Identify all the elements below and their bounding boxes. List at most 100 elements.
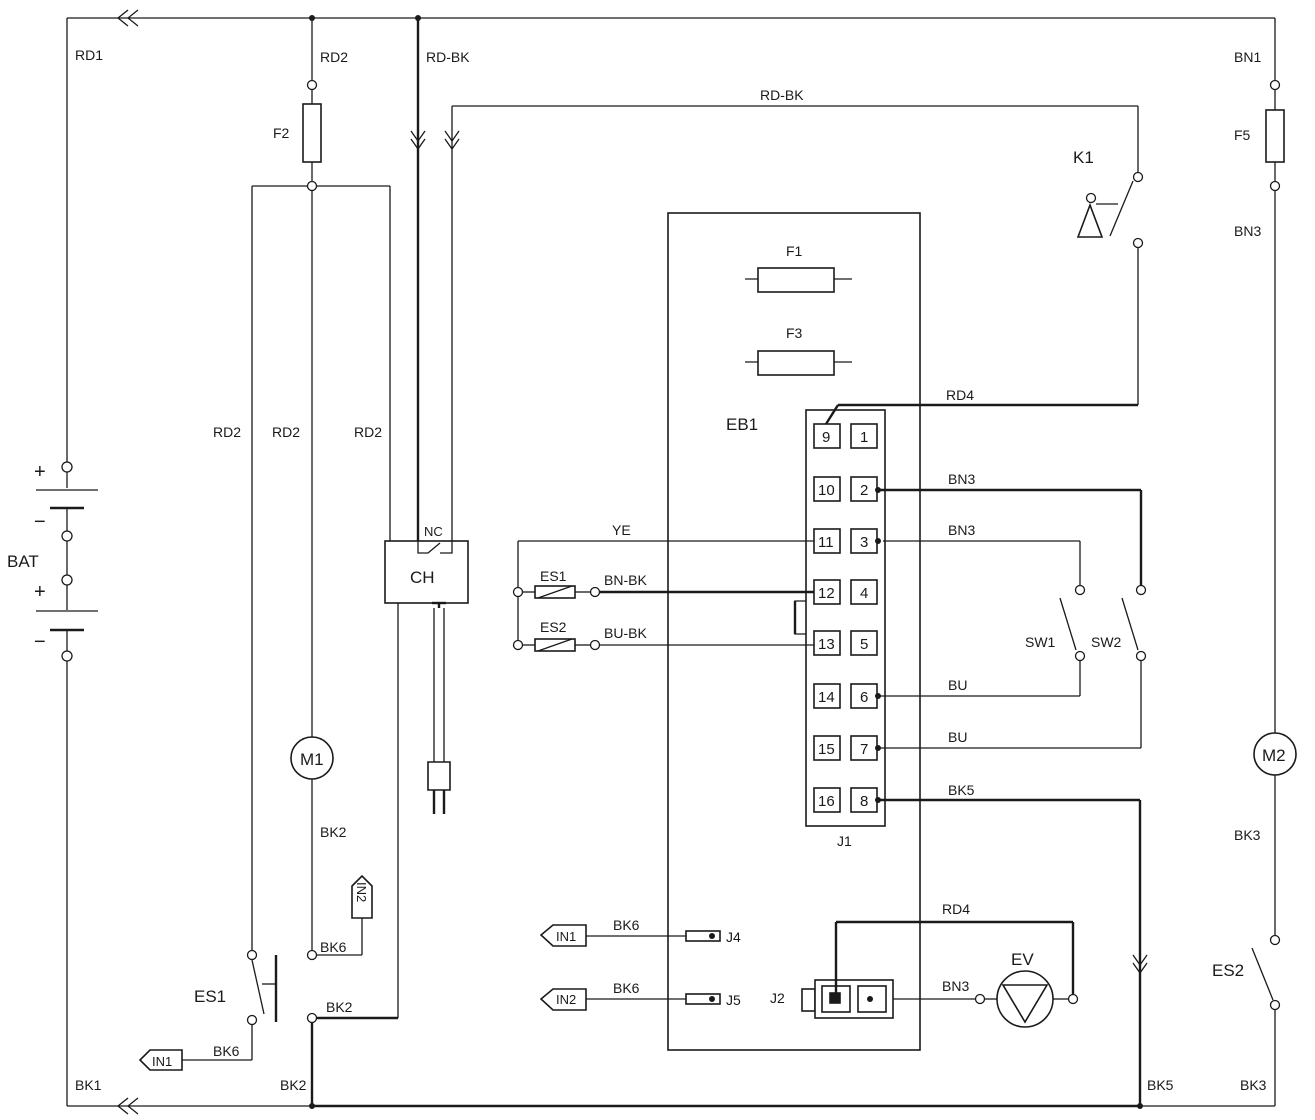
- wire-label-bn3-right: BN3: [1234, 223, 1261, 239]
- switch-sw2: [875, 584, 1147, 751]
- j1-pin-13: [813, 630, 841, 656]
- j1-pin-14: [813, 683, 841, 709]
- j1-pin-label: 7: [860, 741, 868, 758]
- terminal-block-j1-label: J1: [837, 833, 852, 849]
- connector-j2-label: J2: [770, 990, 785, 1006]
- wire-label-bn-bk: BN-BK: [604, 572, 647, 588]
- power-plug: [427, 761, 451, 791]
- jumper-j5-label: J5: [726, 992, 741, 1008]
- in2-label-board: IN2: [556, 992, 576, 1007]
- charger-nc-label: NC: [424, 524, 443, 539]
- fuse-f1-label: F1: [786, 243, 803, 259]
- in2-vertical-label: IN2: [354, 882, 369, 902]
- battery-plus-bottom: +: [34, 581, 46, 603]
- wire-label-bn3-sw2: BN3: [948, 471, 975, 487]
- wire-label-bk1: BK1: [75, 1077, 102, 1093]
- bk5-branch: [875, 797, 1148, 1109]
- wire-label-bu-sw2: BU: [948, 729, 967, 745]
- battery: + − BAT + −: [7, 461, 98, 662]
- j1-pin-label: 5: [860, 636, 868, 653]
- wire-label-bk2-bottom: BK2: [280, 1077, 307, 1093]
- wire-label-rd2-top: RD2: [320, 49, 348, 65]
- wire-label-bk3: BK3: [1234, 827, 1261, 843]
- switch-sw2-label: SW2: [1091, 634, 1122, 650]
- wire-label-rd-bk-mid: RD-BK: [760, 87, 804, 103]
- sensor-es1-label: ES1: [540, 568, 567, 584]
- rd-bk-wires: [410, 15, 1139, 541]
- switch-es1: [182, 949, 278, 1061]
- j1-pin-label: 1: [860, 429, 868, 446]
- wire-label-bn3-sw1: BN3: [948, 522, 975, 538]
- battery-minus-top: −: [34, 511, 46, 533]
- j1-pin-label: 3: [860, 534, 868, 551]
- switch-sw1: [875, 584, 1086, 699]
- fuse-f1: [745, 267, 852, 293]
- in2-connector-vertical: IN2: [351, 874, 373, 919]
- motor-m1-label: M1: [300, 750, 324, 769]
- switch-es2-label: ES2: [1212, 961, 1244, 980]
- j1-pin-label: 2: [860, 482, 868, 499]
- j1-left-column: [813, 423, 841, 813]
- in1-connector-es1: IN1: [138, 1049, 183, 1071]
- sensor-es2-label: ES2: [540, 619, 567, 635]
- in1-label-board: IN1: [556, 929, 576, 944]
- j1-pin-15: [813, 735, 841, 761]
- j1-pin-label: 10: [818, 482, 835, 499]
- fuse-f3: [745, 350, 852, 376]
- nc-contact: [417, 541, 453, 554]
- control-board-eb1-label: EB1: [726, 415, 758, 434]
- wire-label-rd4-ev: RD4: [942, 901, 970, 917]
- top-rail: [66, 9, 1275, 462]
- terminal-block-j1: 9 10 11 12 13 14 15 16 1 2 3 4 5 6 7 8: [793, 409, 886, 827]
- connector-rd-bk-b: [444, 130, 460, 151]
- fuse-f5: [1265, 109, 1285, 163]
- motor-m1: [290, 736, 363, 961]
- wire-label-rd-bk-top: RD-BK: [426, 49, 470, 65]
- wire-label-bk5-bottom: BK5: [1147, 1077, 1174, 1093]
- j1-pin-1: [850, 423, 878, 449]
- control-board-eb1: [667, 212, 921, 1051]
- in1-label-es1: IN1: [152, 1054, 172, 1069]
- j1-pin-label: 6: [860, 689, 868, 706]
- j1-pin-6: [850, 683, 878, 709]
- wire-label-rd2-c: RD2: [354, 424, 382, 440]
- wire-label-bk6-j4: BK6: [613, 917, 640, 933]
- battery-label: BAT: [7, 552, 39, 571]
- fuse-f5-label: F5: [1234, 127, 1251, 143]
- right-column: [1251, 18, 1297, 1106]
- j1-pin-7: [850, 735, 878, 761]
- relay-k1: [824, 171, 1144, 425]
- j1-pin-label: 8: [860, 793, 868, 810]
- wire-label-bk6-es1: BK6: [213, 1043, 240, 1059]
- j1-pin-11: [813, 528, 841, 554]
- j1-pin-label: 14: [818, 689, 835, 706]
- battery-minus-bottom: −: [34, 631, 46, 653]
- jumper-j4-label: J4: [726, 929, 741, 945]
- fuse-f3-label: F3: [786, 325, 803, 341]
- j1-pin-label: 16: [818, 793, 835, 810]
- wire-label-bk6-j5: BK6: [613, 980, 640, 996]
- wire-label-bk3-bottom: BK3: [1240, 1077, 1267, 1093]
- jumper-j4: [539, 924, 721, 947]
- jumper-j5: [539, 988, 721, 1011]
- connector-bk5: [1132, 954, 1148, 975]
- j1-jumper: [794, 600, 806, 635]
- wire-label-bn3-ev: BN3: [942, 978, 969, 994]
- wire-label-rd2-b: RD2: [272, 424, 300, 440]
- j1-pin-label: 11: [818, 534, 834, 551]
- switch-es1-label: ES1: [194, 987, 226, 1006]
- connector-j2: [801, 920, 1075, 1019]
- pump-ev-label: EV: [1011, 950, 1034, 969]
- j1-pin-10: [813, 476, 841, 502]
- wire-label-bk6-m1: BK6: [320, 939, 347, 955]
- j1-pin-16: [813, 787, 841, 813]
- j1-pin-4: [850, 579, 878, 605]
- pump-ev: [974, 970, 1079, 1028]
- wire-label-bk2-m1: BK2: [320, 824, 347, 840]
- wire-label-ye: YE: [612, 522, 631, 538]
- fuse-f2-label: F2: [273, 125, 290, 141]
- bk2-branch: [306, 603, 399, 1109]
- wire-label-rd2-a: RD2: [213, 424, 241, 440]
- fuse-f2: [302, 103, 322, 163]
